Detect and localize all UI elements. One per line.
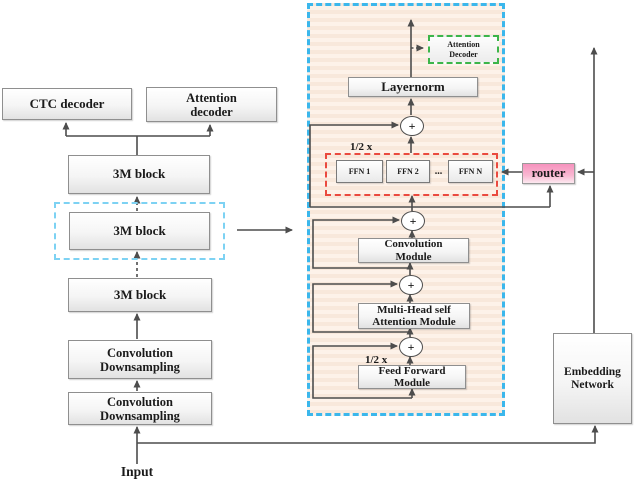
router-box: router xyxy=(522,163,575,184)
attention-decoder-box: Attention decoder xyxy=(146,87,277,122)
half-step-label-bottom: 1/2 x xyxy=(365,354,388,366)
ffn-ellipsis: ... xyxy=(434,165,443,177)
ffn-experts-outline xyxy=(325,153,498,196)
ffn-2-box: FFN 2 xyxy=(386,160,430,183)
add-node-ffm: + xyxy=(399,337,423,357)
ffn-1-box: FFN 1 xyxy=(336,160,383,183)
m3-block-bottom-box: 3M block xyxy=(68,278,212,312)
half-step-label-top: 1/2 x xyxy=(350,141,373,153)
conv-downsampling-2-box: Convolution Downsampling xyxy=(68,392,212,425)
add-node-mhsa: + xyxy=(399,275,423,295)
residual-ffm xyxy=(312,342,412,399)
m3-block-top-box: 3M block xyxy=(68,155,210,194)
attention-decoder-small-box: Attention Decoder xyxy=(428,35,499,64)
add-node-conv: + xyxy=(401,211,425,231)
layernorm-box: Layernorm xyxy=(348,77,478,97)
convolution-module-box: Convolution Module xyxy=(358,238,469,263)
line-3mtop-split xyxy=(66,135,210,155)
conv-downsampling-1-box: Convolution Downsampling xyxy=(68,340,212,379)
residual-ffn xyxy=(309,121,399,207)
residual-mhsa xyxy=(312,280,412,333)
highlighted-block-outline xyxy=(54,202,225,260)
ctc-decoder-box: CTC decoder xyxy=(2,88,132,120)
embedding-network-box: Embedding Network xyxy=(553,333,632,424)
add-node-top: + xyxy=(400,116,424,136)
ffn-n-box: FFN N xyxy=(448,160,493,183)
residual-conv xyxy=(312,216,412,269)
mhsa-module-box: Multi-Head self Attention Module xyxy=(358,303,470,329)
feed-forward-module-box: Feed Forward Module xyxy=(358,365,466,389)
m3-block-mid-box: 3M block xyxy=(69,212,210,250)
arrow-input-embedding xyxy=(137,425,599,444)
input-label: Input xyxy=(120,464,154,479)
